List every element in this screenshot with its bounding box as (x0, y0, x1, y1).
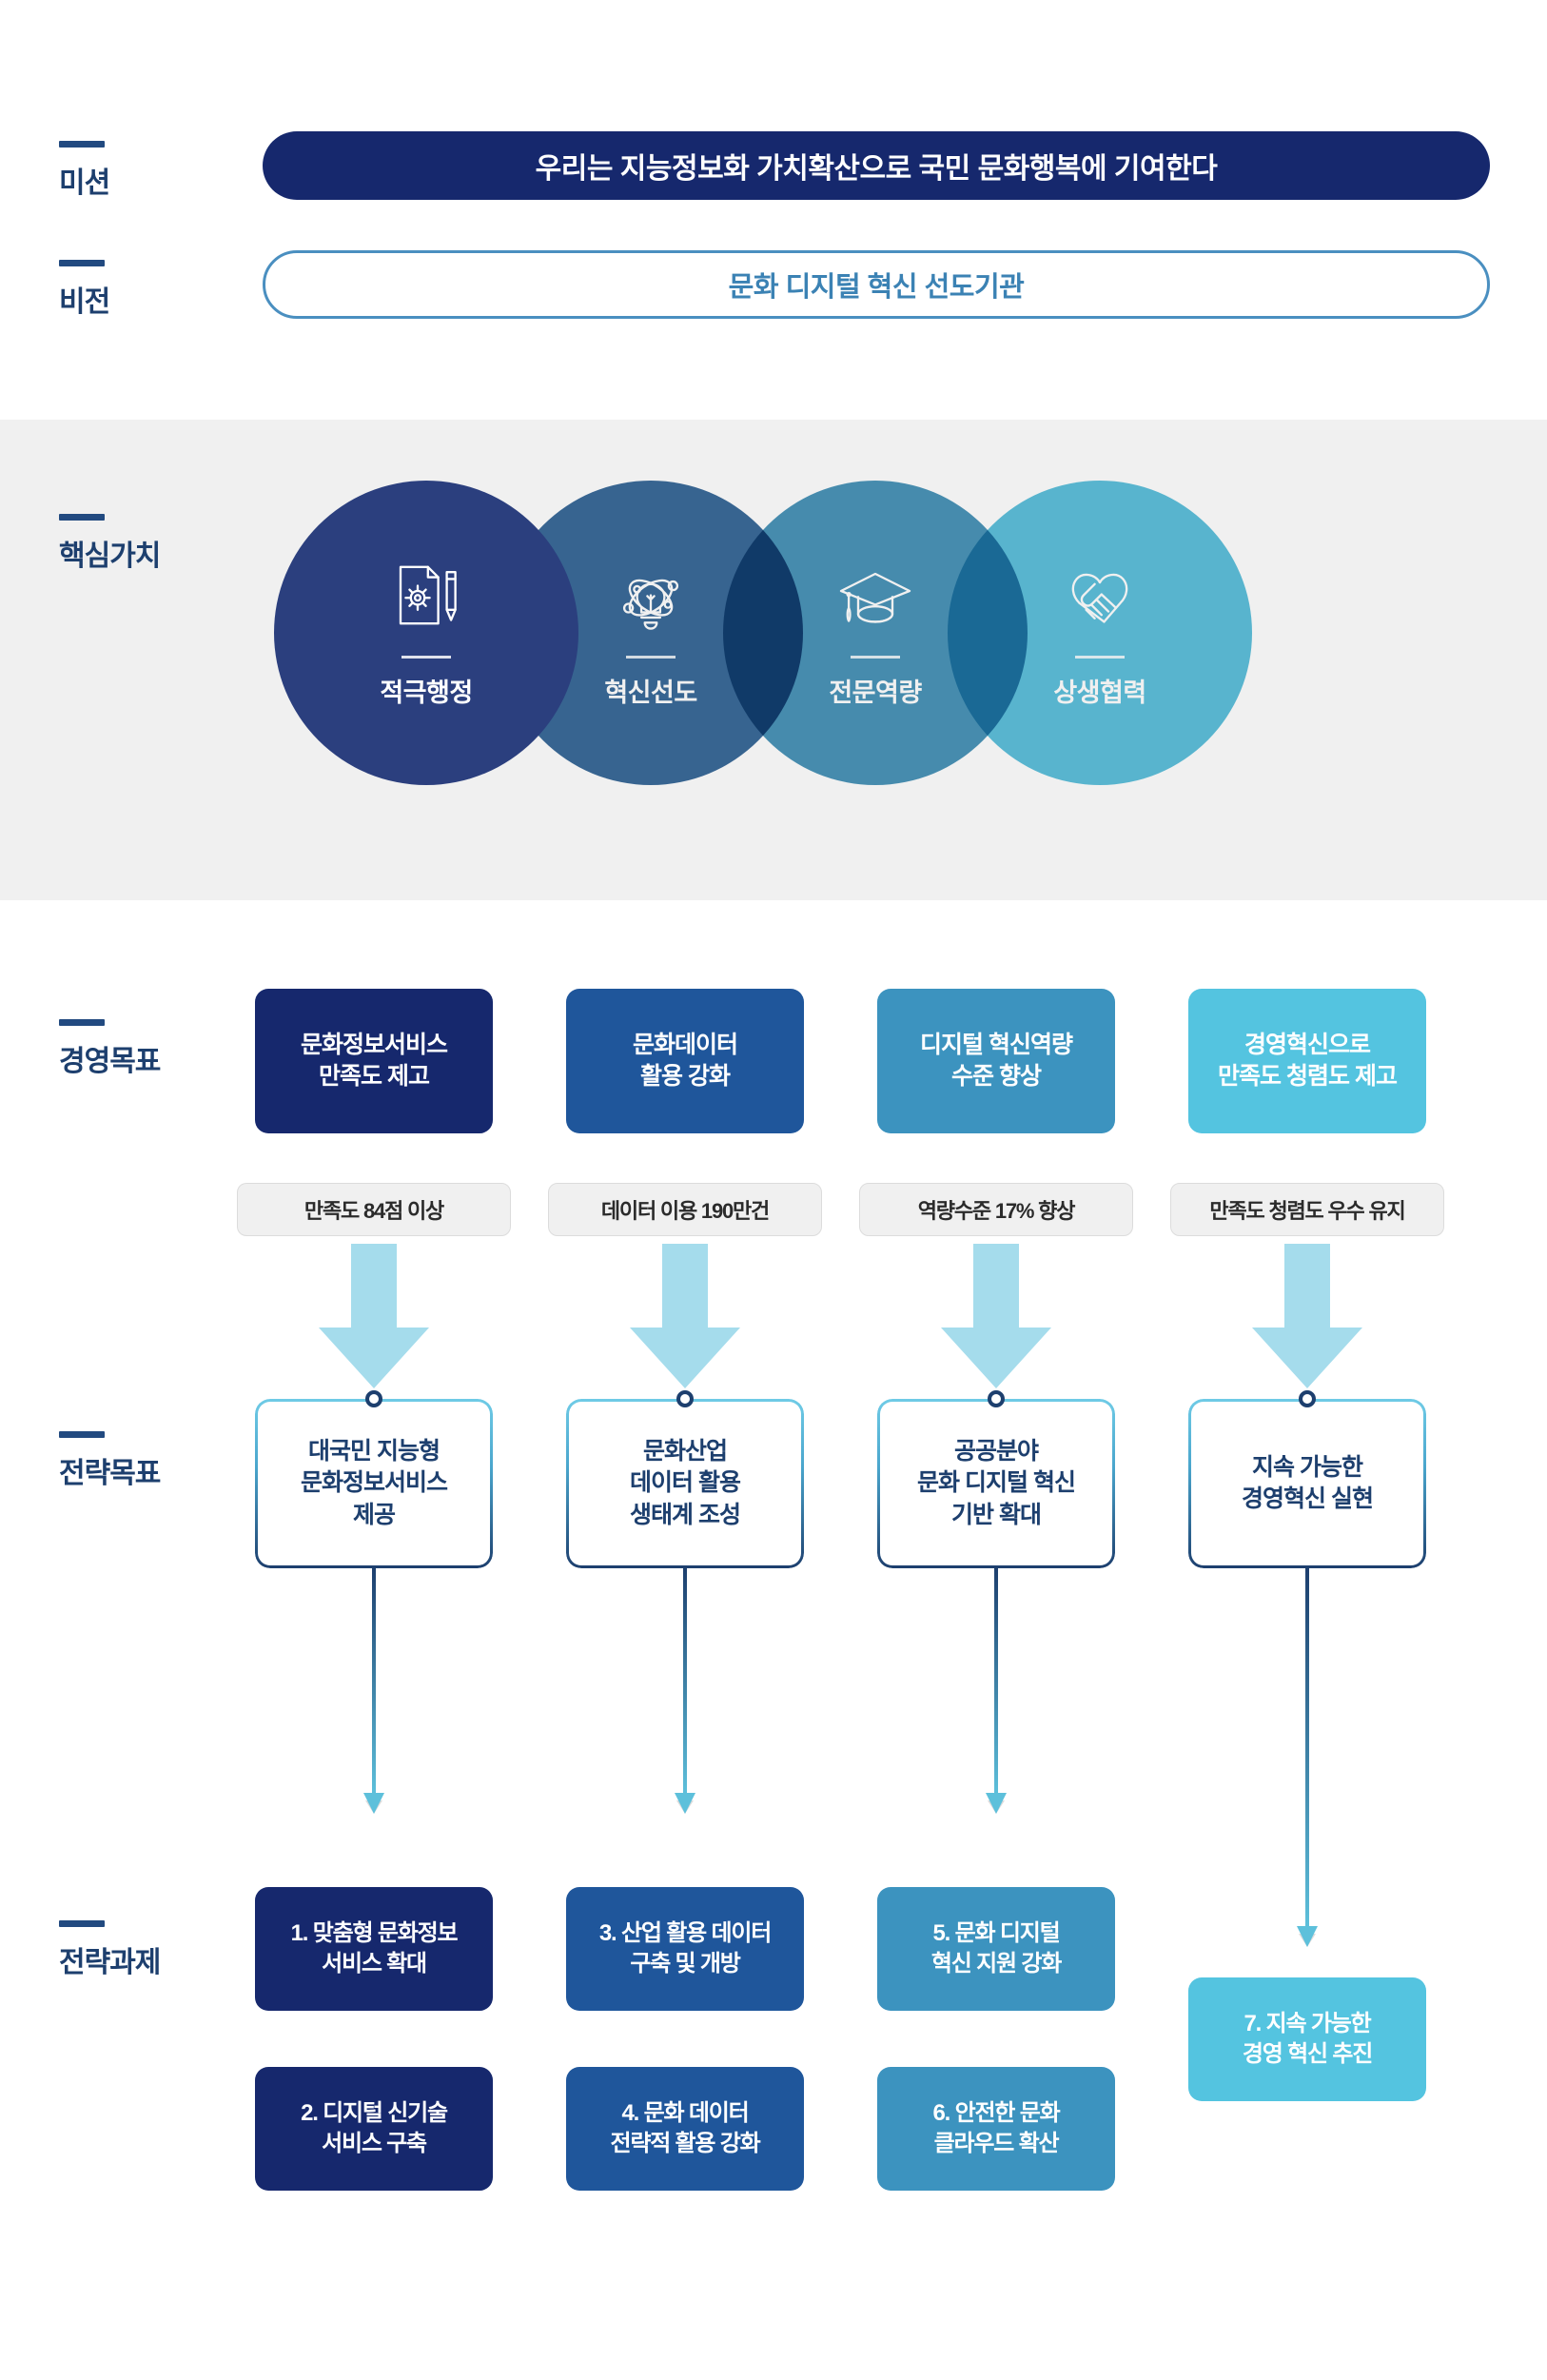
goal-metric-text-2: 데이터 이용 190만건 (600, 1199, 770, 1223)
core-values-circles: 적극행정 혁신선도 (274, 481, 1501, 804)
objective-connector-node (1299, 1390, 1316, 1407)
row-label-vision-text: 비전 (59, 286, 110, 318)
goal-metric-text-4: 만족도 청렴도 우수 유지 (1209, 1199, 1405, 1223)
row-label-vision: 비전 (59, 260, 110, 320)
objective-connector-node (676, 1390, 694, 1407)
row-label-mission: 미션 (59, 141, 110, 201)
goal-metric-text-1: 만족도 84점 이상 (304, 1199, 444, 1223)
core-value-rule (851, 656, 900, 659)
core-value-rule (626, 656, 676, 659)
mission-banner: 우리는 지능정보화 가치확산으로 국민 문화행복에 기여한다 (263, 131, 1490, 200)
lightbulb-atom-icon (608, 557, 694, 642)
goal-to-objective-arrow-2 (628, 1244, 742, 1391)
row-label-mission-text: 미션 (59, 167, 110, 199)
core-value-label-3: 전문역량 (829, 679, 922, 707)
label-dash-icon (59, 1920, 105, 1927)
row-label-core-values-text: 핵심가치 (59, 541, 161, 572)
label-dash-icon (59, 1431, 105, 1438)
label-dash-icon (59, 260, 105, 266)
objective-to-task-connector-2 (671, 1568, 699, 1825)
goal-metric-text-3: 역량수준 17% 향상 (917, 1199, 1076, 1223)
vision-banner: 문화 디지털 혁신 선도기관 (263, 250, 1490, 319)
core-value-label-2: 혁신선도 (604, 679, 697, 707)
row-label-core-values: 핵심가치 (59, 514, 161, 574)
core-value-label-4: 상생협력 (1053, 679, 1146, 707)
row-label-goals: 경영목표 (59, 1019, 161, 1079)
objective-to-task-connector-4 (1293, 1568, 1322, 1958)
objective-connector-node (988, 1390, 1005, 1407)
objective-connector-node (365, 1390, 382, 1407)
goal-metric-1: 만족도 84점 이상 (237, 1183, 511, 1236)
core-value-label-1: 적극행정 (380, 679, 473, 707)
goal-metric-4: 만족도 청렴도 우수 유지 (1170, 1183, 1444, 1236)
label-dash-icon (59, 514, 105, 521)
goal-metric-3: 역량수준 17% 향상 (859, 1183, 1133, 1236)
document-gear-pencil-icon (383, 557, 469, 642)
vision-text: 문화 디지털 혁신 선도기관 (728, 272, 1025, 303)
row-label-goals-text: 경영목표 (59, 1046, 161, 1077)
heart-handshake-icon (1057, 557, 1143, 642)
row-label-objectives-text: 전략목표 (59, 1458, 161, 1489)
graduation-cap-icon (832, 557, 918, 642)
core-value-rule (401, 656, 451, 659)
goal-to-objective-arrow-1 (317, 1244, 431, 1391)
goal-to-objective-arrow-3 (939, 1244, 1053, 1391)
row-label-tasks-text: 전략과제 (59, 1947, 161, 1978)
label-dash-icon (59, 141, 105, 148)
core-value-rule (1075, 656, 1125, 659)
core-value-circle-1: 적극행정 (274, 481, 578, 785)
row-label-objectives: 전략목표 (59, 1431, 161, 1491)
goal-metric-2: 데이터 이용 190만건 (548, 1183, 822, 1236)
label-dash-icon (59, 1019, 105, 1026)
row-label-tasks: 전략과제 (59, 1920, 161, 1980)
goal-to-objective-arrow-4 (1250, 1244, 1364, 1391)
mission-text: 우리는 지능정보화 가치확산으로 국민 문화행복에 기여한다 (535, 153, 1218, 185)
objective-to-task-connector-1 (360, 1568, 388, 1825)
objective-to-task-connector-3 (982, 1568, 1010, 1825)
